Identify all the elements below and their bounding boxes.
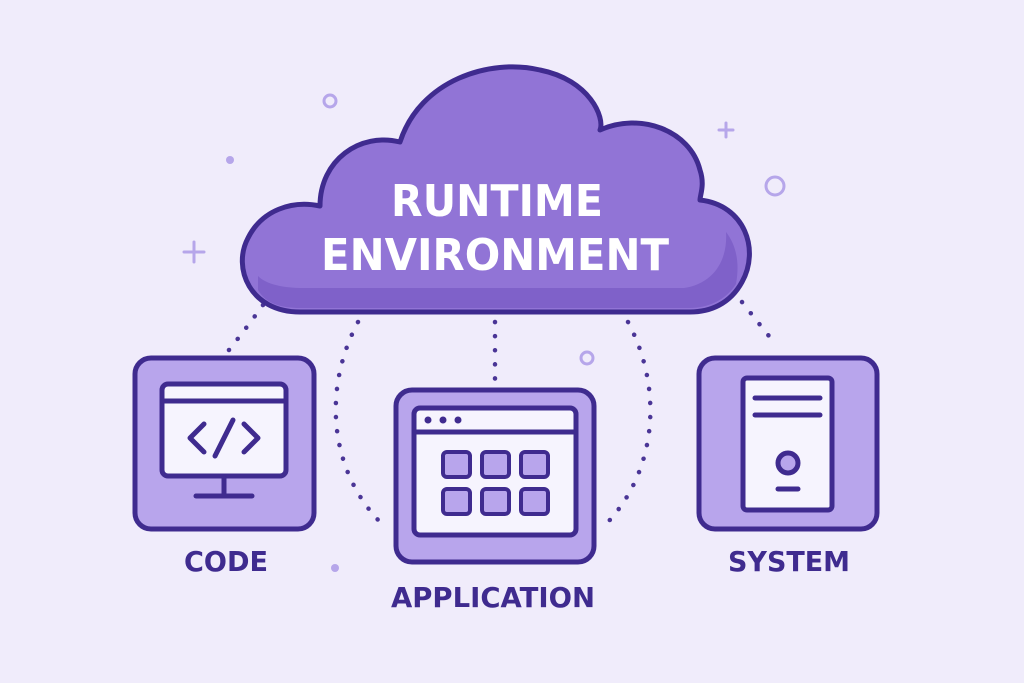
sparkle-dot-icon <box>331 564 339 572</box>
system-label: SYSTEM <box>728 545 850 578</box>
cloud-title-line1: RUNTIME <box>391 176 603 227</box>
sparkle-plus-icon <box>182 240 206 264</box>
cloud-shape <box>239 64 752 315</box>
decorations <box>182 93 786 572</box>
cloud-title-line2: ENVIRONMENT <box>321 230 669 281</box>
code-label: CODE <box>184 545 268 578</box>
runtime-cloud: RUNTIME ENVIRONMENT <box>239 64 752 315</box>
node-code: CODE <box>132 355 317 578</box>
connector-arc-right <box>605 319 653 525</box>
sparkle-dot-icon <box>226 156 234 164</box>
cloud-shadow <box>258 232 738 308</box>
application-label: APPLICATION <box>391 581 595 614</box>
sparkle-plus-icon <box>717 121 735 139</box>
node-system: SYSTEM <box>696 355 880 578</box>
sparkle-ring-icon <box>322 93 338 109</box>
sparkle-ring-icon <box>579 350 595 366</box>
server-tower-icon <box>740 375 835 513</box>
sparkle-ring-icon <box>764 175 786 197</box>
connector-code <box>222 302 266 358</box>
app-window-grid-icon <box>411 405 579 538</box>
connector-system <box>739 299 780 349</box>
connectors <box>222 299 780 525</box>
node-application: APPLICATION <box>391 387 597 614</box>
connector-arc-left <box>333 319 383 525</box>
monitor-code-icon <box>159 381 289 499</box>
